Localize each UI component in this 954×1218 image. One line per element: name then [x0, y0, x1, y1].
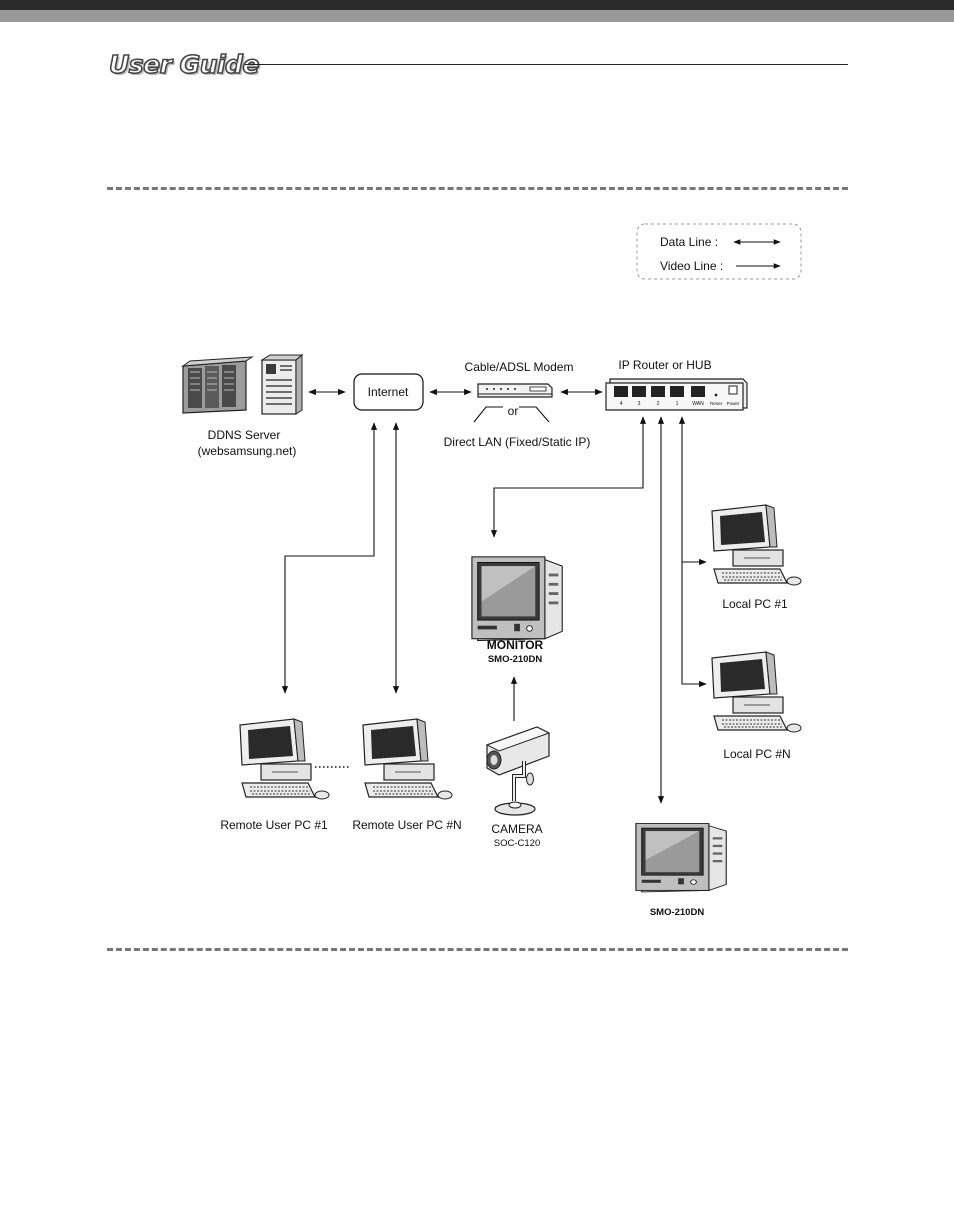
- ddns-server-host: (websamsung.net): [198, 444, 297, 458]
- ddns-server-label: DDNS Server: [208, 428, 281, 442]
- monitor-icon: [472, 557, 562, 641]
- router-port-4-label: 4: [620, 401, 623, 407]
- direct-lan-label: Direct LAN (Fixed/Static IP): [444, 435, 591, 449]
- alt-bracket-right: [519, 407, 549, 422]
- remote-pc-n-label: Remote User PC #N: [352, 818, 461, 832]
- alt-bracket-left: [474, 407, 503, 422]
- local-pc-n-icon: [712, 652, 801, 732]
- legend: Data Line : Video Line :: [637, 224, 801, 279]
- local-pc-1-icon: [712, 505, 801, 585]
- camera-title: CAMERA: [491, 822, 542, 836]
- remote-pc-1-icon: [240, 719, 329, 799]
- router-reset-label: Reset: [710, 401, 723, 406]
- modem-title: Cable/ADSL Modem: [465, 360, 574, 374]
- router-port-2-label: 2: [657, 401, 660, 407]
- camera-icon: [487, 727, 549, 815]
- monitor-model: SMO-210DN: [488, 654, 543, 665]
- remote-pc-n-icon: [363, 719, 452, 799]
- local-pc-1-label: Local PC #1: [722, 597, 788, 611]
- link-router-local-pc-n: [682, 417, 706, 684]
- camera-model: SOC-C120: [494, 838, 540, 849]
- monitor-2-model: SMO-210DN: [650, 907, 705, 918]
- internet-label: Internet: [368, 385, 409, 399]
- monitor-title: MONITOR: [487, 638, 544, 652]
- remote-pc-1-label: Remote User PC #1: [220, 818, 328, 832]
- router-port-wan-label: WAN: [692, 401, 704, 407]
- ddns-server-icon: [183, 355, 302, 414]
- router-title: IP Router or HUB: [618, 358, 711, 372]
- link-internet-remote-pc-1: [285, 423, 374, 693]
- router-power-label: Power: [727, 401, 740, 406]
- local-pc-n-label: Local PC #N: [723, 747, 790, 761]
- monitor-2-icon: [636, 824, 726, 892]
- modem-or-label: or: [508, 404, 519, 418]
- legend-data-line-label: Data Line :: [660, 235, 718, 249]
- router-port-3-label: 3: [638, 401, 641, 407]
- modem-icon: [478, 384, 552, 397]
- router-port-1-label: 1: [676, 401, 679, 407]
- legend-video-line-label: Video Line :: [660, 259, 723, 273]
